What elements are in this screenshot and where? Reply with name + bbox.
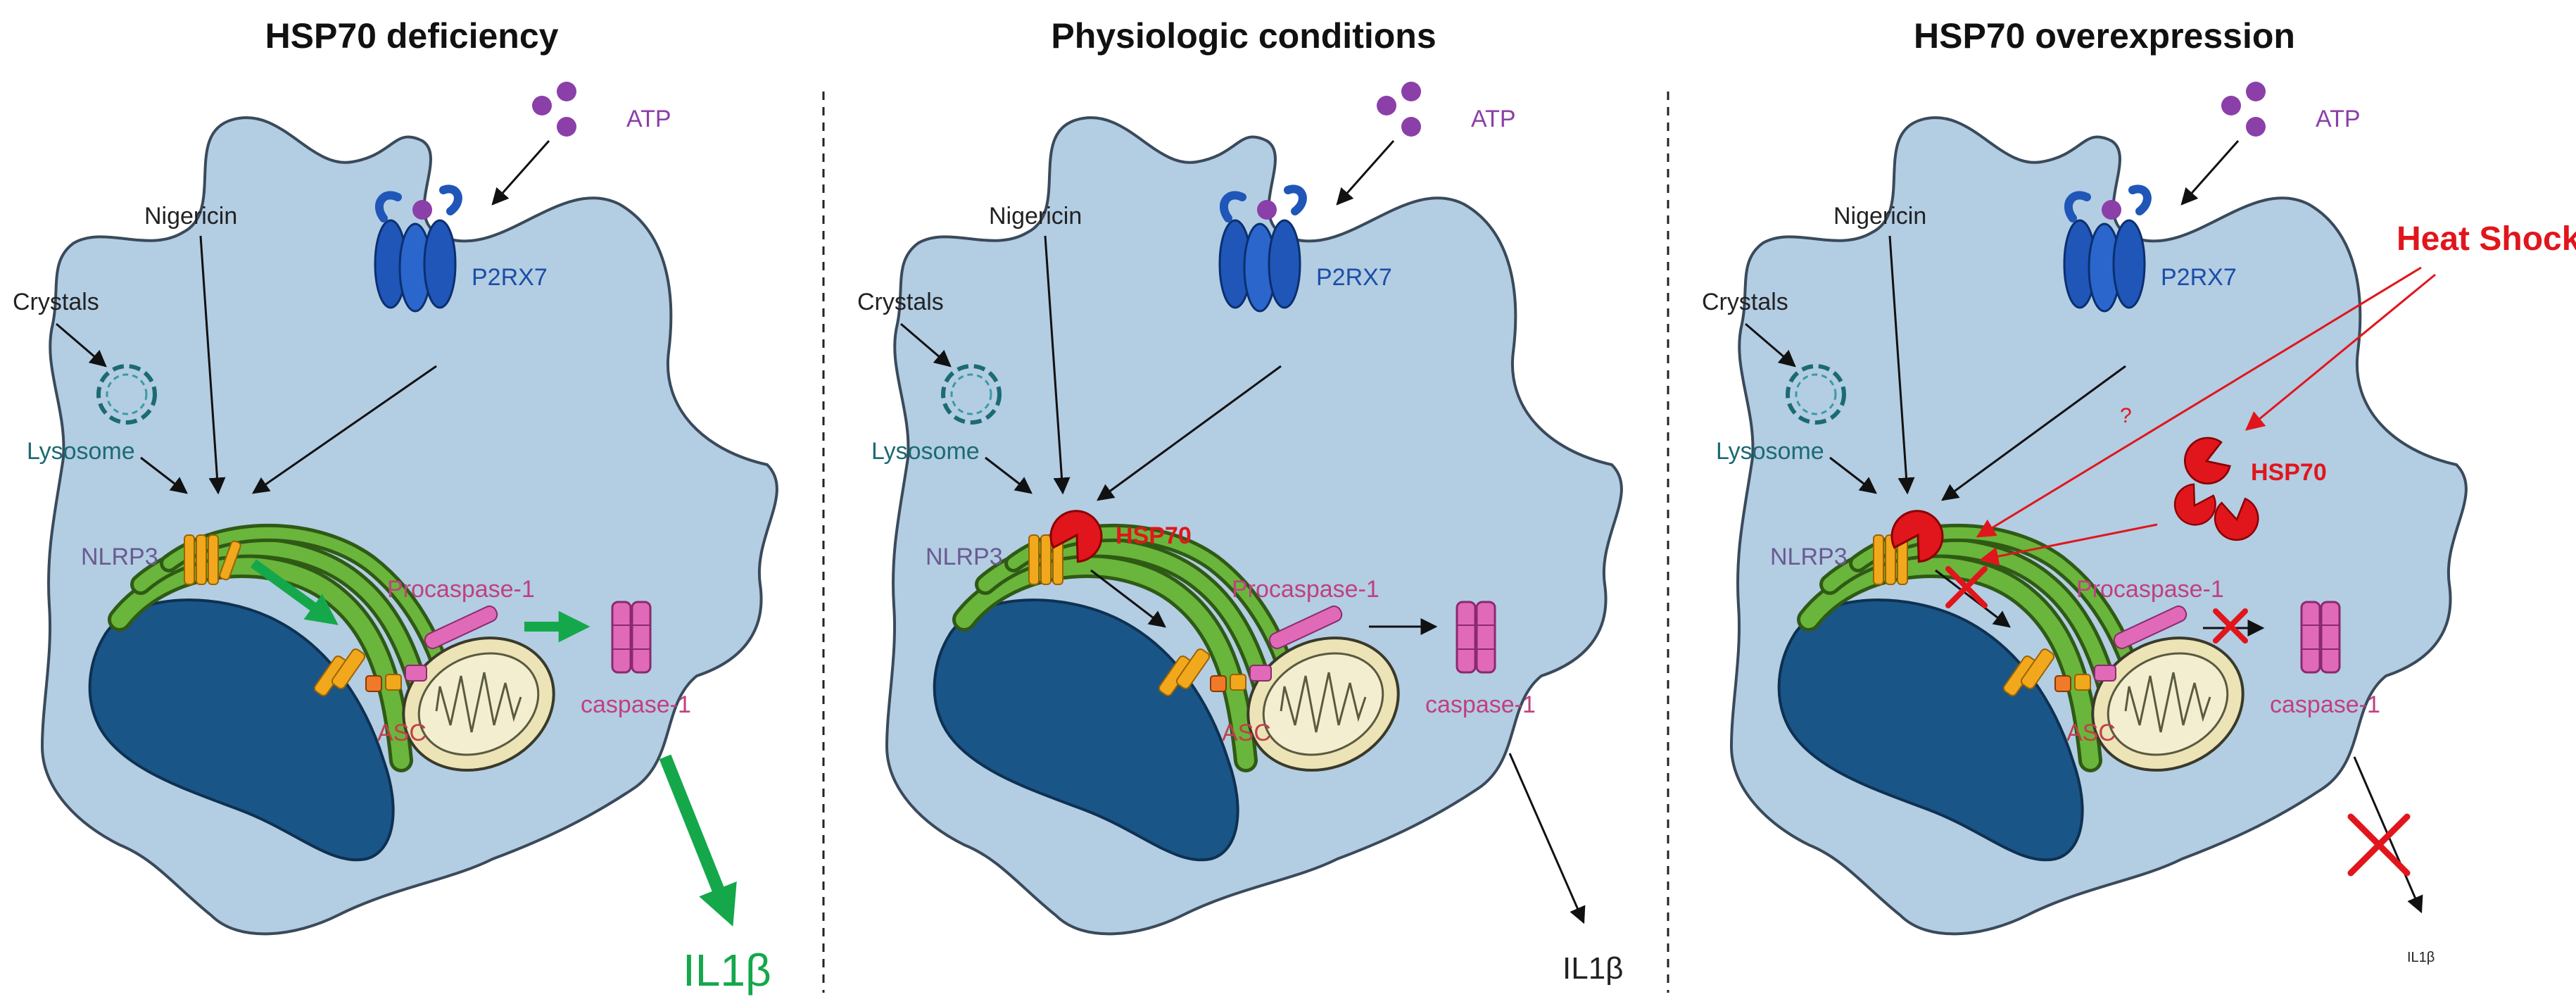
- arrow-lysosome: [985, 456, 1033, 494]
- arrow-atp-p2rx7: [1336, 140, 1395, 206]
- panel-title: HSP70 overexpression: [1914, 16, 2295, 56]
- heat-shock-label: Heat Shock: [2397, 220, 2576, 258]
- il1b-label: IL1β: [683, 945, 771, 996]
- inhibit-x-il1b: [2347, 813, 2411, 877]
- hsp70-label: HSP70: [1116, 522, 1192, 549]
- arrow-lysosome: [140, 456, 188, 494]
- nlrp3-label: NLRP3: [1770, 544, 1848, 570]
- procaspase-label: Procaspase-1: [2076, 576, 2224, 603]
- arrow-p2rx7: [252, 365, 437, 494]
- arrow-assembly: [1090, 569, 1166, 628]
- nlrp3-label: NLRP3: [81, 544, 158, 570]
- procaspase-label: Procaspase-1: [1232, 576, 1379, 603]
- panel-title: Physiologic conditions: [1051, 16, 1436, 56]
- red-arrow-heat-to-hsp70: [2244, 273, 2436, 431]
- arrow-il1b: [1508, 753, 1586, 924]
- arrow-nigericin: [1044, 235, 1071, 495]
- atp-label: ATP: [1471, 106, 1516, 132]
- arrow-atp-p2rx7: [491, 140, 550, 206]
- red-arrow-heat-to-nlrp3: [1976, 266, 2422, 538]
- asc-label: ASC: [377, 720, 427, 746]
- lysosome-label: Lysosome: [1716, 438, 1824, 465]
- panel-physiologic: Physiologic conditions ATP Nigericin Cry…: [857, 16, 1623, 986]
- red-arrow-hsp70-to-nlrp3: [1979, 523, 2158, 566]
- nigericin-label: Nigericin: [989, 203, 1082, 230]
- lysosome-label: Lysosome: [871, 438, 980, 465]
- atp-label: ATP: [2316, 106, 2361, 132]
- p2rx7-label: P2RX7: [1316, 264, 1392, 291]
- crystals-label: Crystals: [857, 289, 944, 315]
- il1b-label: IL1β: [1562, 951, 1623, 986]
- arrow-p2rx7: [1941, 365, 2126, 501]
- arrow-p2rx7: [1097, 365, 1282, 501]
- arrow-lysosome: [1829, 456, 1877, 494]
- atp-label: ATP: [626, 106, 671, 132]
- arrow-crystals-lysosome: [900, 322, 952, 368]
- il1b-label: IL1β: [2407, 950, 2435, 965]
- nlrp3-active: [219, 540, 241, 581]
- inhibit-x-caspase: [2213, 608, 2248, 644]
- panel-title: HSP70 deficiency: [265, 16, 559, 56]
- p2rx7-label: P2RX7: [472, 264, 548, 291]
- question-label: ?: [2120, 404, 2132, 427]
- arrow-crystals-lysosome: [56, 322, 107, 368]
- caspase-label: caspase-1: [2270, 691, 2380, 718]
- asc-label: ASC: [2066, 720, 2116, 746]
- green-arrow-assembly: [250, 559, 339, 625]
- arrow-crystals-lysosome: [1745, 322, 1796, 368]
- panel-hsp70-overexpression: HSP70 overexpression ATP Nigericin Cryst…: [1702, 16, 2576, 965]
- panel-hsp70-deficiency: HSP70 deficiency ATP Nigericin Crystals …: [13, 16, 777, 996]
- arrow-assembly: [1935, 569, 2011, 628]
- p2rx7-label: P2RX7: [2161, 264, 2237, 291]
- arrow-atp-p2rx7: [2180, 140, 2240, 206]
- crystals-label: Crystals: [1702, 289, 1788, 315]
- caspase-label: caspase-1: [581, 691, 691, 718]
- caspase-label: caspase-1: [1425, 691, 1536, 718]
- nigericin-label: Nigericin: [144, 203, 237, 230]
- inhibit-x-assembly: [1945, 566, 1988, 608]
- asc-label: ASC: [1222, 720, 1271, 746]
- arrow-nigericin: [1888, 235, 1915, 495]
- crystals-label: Crystals: [13, 289, 99, 315]
- hsp70-label: HSP70: [2251, 459, 2327, 486]
- lysosome-label: Lysosome: [27, 438, 135, 465]
- arrow-nigericin: [199, 235, 226, 495]
- nlrp3-label: NLRP3: [926, 544, 1003, 570]
- procaspase-label: Procaspase-1: [387, 576, 535, 603]
- nigericin-label: Nigericin: [1833, 203, 1926, 230]
- green-arrow-il1b: [659, 754, 737, 927]
